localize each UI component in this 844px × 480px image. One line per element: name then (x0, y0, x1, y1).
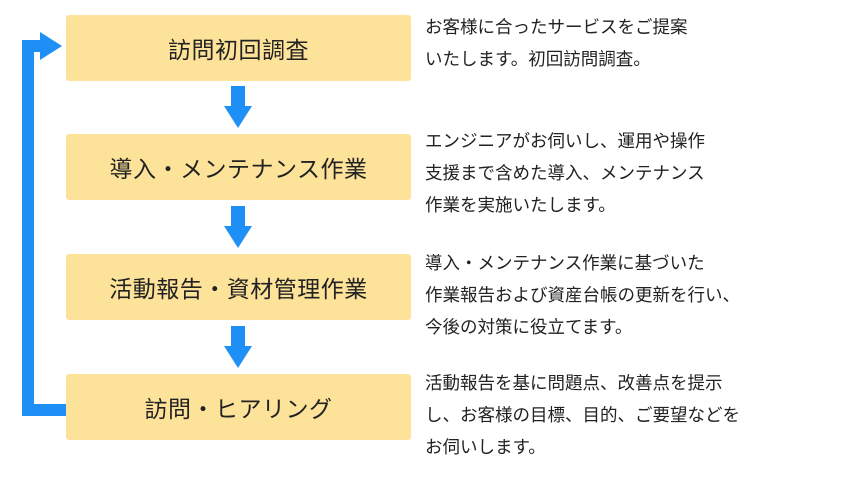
step-description-activity-report: 導入・メンテナンス作業に基づいた 作業報告および資産台帳の更新を行い、 今後の対… (425, 254, 740, 338)
down-arrow-1 (224, 86, 252, 128)
step-box-initial-visit: 訪問初回調査 (66, 15, 411, 81)
down-arrow-2 (224, 206, 252, 248)
step-box-visit-hearing: 訪問・ヒアリング (66, 374, 411, 440)
step-box-activity-report: 活動報告・資材管理作業 (66, 254, 411, 320)
step-description-visit-hearing: 活動報告を基に問題点、改善点を提示 し、お客様の目標、目的、ご要望などを お伺い… (425, 374, 740, 458)
down-arrow-3 (224, 326, 252, 368)
loop-back-arrow (22, 32, 66, 416)
step-description-installation-maintenance: エンジニアがお伺いし、運用や操作 支援まで含めた導入、メンテナンス 作業を実施い… (425, 132, 705, 216)
step-box-installation-maintenance: 導入・メンテナンス作業 (66, 134, 411, 200)
step-description-initial-visit: お客様に合ったサービスをご提案 いたします。初回訪問調査。 (425, 18, 688, 70)
